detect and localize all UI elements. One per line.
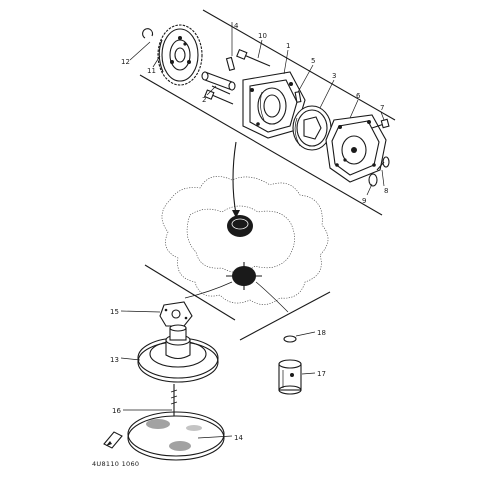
strainer-stud <box>170 384 178 418</box>
callout-leaders <box>120 22 385 439</box>
short-bolt <box>204 89 234 105</box>
callout-1: 1 <box>286 42 290 50</box>
o-ring <box>283 335 297 343</box>
circlip <box>142 28 154 39</box>
strainer-housing <box>137 324 219 383</box>
callout-15: 15 <box>110 308 119 316</box>
pump-shaft <box>201 71 236 95</box>
figure-code: 4U8110 1060 <box>92 460 139 468</box>
engine-outline-inner <box>186 205 295 273</box>
callout-14: 14 <box>234 434 243 442</box>
upper-panel-edge <box>139 74 383 216</box>
long-bolt <box>236 49 271 67</box>
callout-2: 2 <box>202 96 206 104</box>
callout-5: 5 <box>311 57 315 65</box>
callout-18: 18 <box>317 329 326 337</box>
callout-11: 11 <box>147 67 156 75</box>
dowel-pin <box>225 56 236 71</box>
drive-gear <box>157 24 203 86</box>
callout-16: 16 <box>112 407 121 415</box>
strainer-gasket <box>159 301 193 327</box>
pump-screw <box>376 156 390 171</box>
strainer-screen <box>127 411 225 461</box>
callout-9: 9 <box>362 197 366 205</box>
tightening-torque-icon <box>103 431 123 449</box>
locating-pin <box>294 91 302 103</box>
pump-rotor <box>292 105 332 151</box>
callout-7: 7 <box>380 104 384 112</box>
callout-10: 10 <box>258 32 267 40</box>
callout-4: 4 <box>234 22 239 30</box>
pump-mount-point <box>227 215 253 237</box>
callout-17: 17 <box>317 370 326 378</box>
drain-plug <box>278 359 302 395</box>
pump-location-arrowhead <box>232 210 240 218</box>
pump-cover <box>325 114 387 183</box>
plug-leader <box>255 281 289 313</box>
callout-8: 8 <box>384 187 388 195</box>
strainer-mount-point <box>226 262 262 290</box>
lower-panel-left-edge <box>144 264 236 321</box>
pump-location-arrow <box>232 141 237 215</box>
callout-3: 3 <box>332 72 336 80</box>
strainer-leader <box>184 281 233 299</box>
upper-panel-top-edge <box>202 9 396 121</box>
callout-13: 13 <box>110 356 119 364</box>
callout-6: 6 <box>356 92 361 100</box>
cover-screw <box>371 118 390 129</box>
lower-panel-right-edge <box>239 291 331 341</box>
pump-washer <box>368 173 378 187</box>
callout-12: 12 <box>121 58 130 66</box>
